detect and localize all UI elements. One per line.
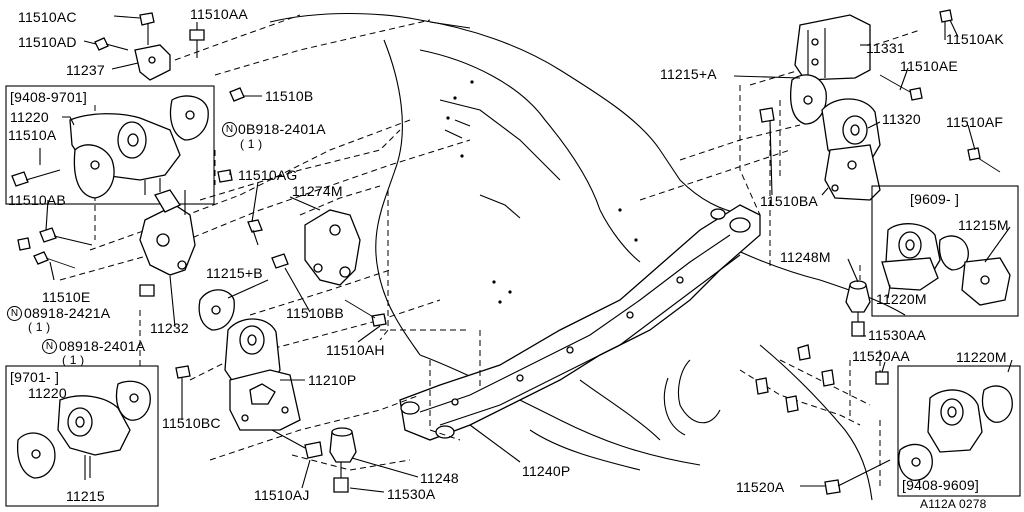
label-11510aj: 11510AJ — [254, 487, 310, 503]
mount-11320 — [759, 9, 1001, 201]
label-11510ae: 11510AE — [900, 58, 958, 74]
label-11510ba: 11510BA — [760, 193, 818, 209]
label-range-9701: [9701- ] — [10, 369, 60, 385]
label-11520aa: 11520AA — [852, 348, 910, 364]
label-11215-a: 11215+A — [660, 66, 717, 82]
note-symbol-c: N — [42, 339, 57, 354]
engine-block-outline — [269, 12, 906, 501]
label-08918-2421a: 08918-2421A — [24, 305, 111, 321]
reference-code: A112A 0278 — [920, 497, 987, 511]
crossmember — [399, 204, 761, 441]
label-11220m-b: 11220M — [956, 349, 1007, 365]
label-11510b: 11510B — [265, 88, 314, 104]
label-11510ab: 11510AB — [8, 192, 66, 208]
label-08918-2401a: 08918-2401A — [59, 338, 146, 354]
label-11510ac: 11510AC — [18, 9, 77, 25]
label-11510af: 11510AF — [946, 114, 1004, 130]
note-symbol-b: N — [7, 306, 22, 321]
label-qty-b: ( 1 ) — [28, 320, 51, 334]
label-11510a: 11510A — [8, 127, 57, 143]
label-11320: 11320 — [882, 111, 921, 127]
label-11248m: 11248M — [780, 249, 831, 265]
inset-9701 — [5, 365, 159, 507]
label-11510ad: 11510AD — [18, 34, 77, 50]
bracket-11237 — [94, 12, 205, 81]
label-11510bb: 11510BB — [286, 305, 344, 321]
inset-9408-9609 — [897, 365, 1021, 497]
label-11248: 11248 — [420, 470, 459, 486]
label-11240p: 11240P — [522, 463, 571, 479]
label-11510ah: 11510AH — [326, 342, 385, 358]
mount-11210p — [175, 289, 323, 459]
label-11520a: 11520A — [736, 479, 785, 495]
label-11210p: 11210P — [308, 372, 357, 388]
label-11232: 11232 — [150, 320, 189, 336]
inset-9408-9701 — [5, 85, 215, 205]
label-qty-a: ( 1 ) — [240, 137, 263, 151]
label-11331: 11331 — [866, 40, 905, 56]
leader-lines — [39, 15, 1013, 493]
bracket-11232 — [139, 189, 196, 297]
label-11510aa: 11510AA — [190, 6, 248, 22]
label-0b918-2401a: 0B918-2401A — [238, 121, 326, 137]
label-range-9609: [9609- ] — [910, 191, 960, 207]
label-11215: 11215 — [66, 488, 105, 504]
note-symbol-a: N — [222, 122, 237, 137]
bracket-11274m — [271, 209, 387, 327]
label-11510e: 11510E — [42, 289, 91, 305]
clips-right — [755, 344, 835, 413]
label-11220-b: 11220 — [28, 385, 67, 401]
inset-9609 — [871, 185, 1019, 317]
label-11510ag: 11510AG — [238, 167, 298, 183]
label-11530aa: 11530AA — [868, 327, 926, 343]
label-range-9408-9701: [9408-9701] — [10, 89, 87, 105]
label-11510ak: 11510AK — [946, 31, 1004, 47]
label-11510bc: 11510BC — [162, 415, 221, 431]
label-11215m: 11215M — [958, 217, 1009, 233]
label-range-9408-9609: [9408-9609] — [902, 477, 979, 493]
label-11274m: 11274M — [292, 183, 343, 199]
label-11530a: 11530A — [387, 486, 436, 502]
insulator-11248 — [329, 427, 357, 493]
label-11220-a: 11220 — [10, 109, 49, 125]
label-11220m-a: 11220M — [876, 291, 927, 307]
bolts-left — [11, 87, 263, 269]
label-11237: 11237 — [66, 62, 105, 78]
label-qty-c: ( 1 ) — [62, 353, 85, 367]
label-11215-b: 11215+B — [206, 265, 263, 281]
